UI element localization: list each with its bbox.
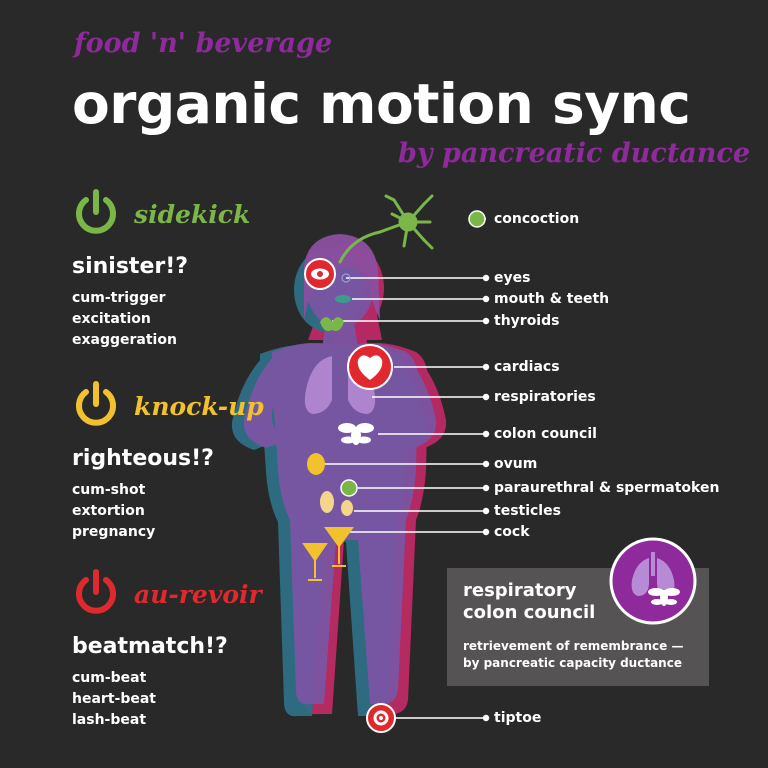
kicker-title: food 'n' beverage <box>74 28 333 59</box>
list-item: cum-shot <box>72 482 146 498</box>
info-text: retrievement of remembrance — by pancrea… <box>463 638 683 672</box>
section-sidekick: sidekick sinister!? cum-trigger excitati… <box>72 188 322 351</box>
thyroid-icon <box>320 317 344 331</box>
section-question: beatmatch!? <box>72 634 228 659</box>
eye-marker-icon <box>341 273 351 283</box>
list-item: excitation <box>72 311 151 327</box>
list-item: cum-beat <box>72 670 147 686</box>
list-item: exaggeration <box>72 332 177 348</box>
section-name: knock-up <box>134 392 264 421</box>
label-eyes: eyes <box>494 270 531 286</box>
section-list: cum-beat heart-beat lash-beat <box>72 668 322 731</box>
list-item: pregnancy <box>72 524 156 540</box>
ovum-icon <box>307 453 325 475</box>
list-item: extortion <box>72 503 145 519</box>
martini-icon <box>302 527 354 581</box>
label-concoction: concoction <box>494 211 580 227</box>
info-panel: respiratory colon council retrievement o… <box>447 568 709 686</box>
power-icon <box>76 189 116 234</box>
info-text-line: retrievement of remembrance — <box>463 639 684 653</box>
list-item: cum-trigger <box>72 290 166 306</box>
section-list: cum-trigger excitation exaggeration <box>72 288 322 351</box>
testicles-icon <box>320 491 353 516</box>
bee-icon <box>338 423 374 445</box>
mouth-icon <box>335 295 351 303</box>
section-name: sidekick <box>134 200 251 229</box>
label-colon-council: colon council <box>494 426 597 442</box>
label-tiptoe: tiptoe <box>494 710 542 726</box>
label-ovum: ovum <box>494 456 538 472</box>
section-name: au-revoir <box>134 580 262 609</box>
info-title: respiratory colon council <box>463 580 596 623</box>
info-text-line: by pancreatic capacity ductance <box>463 656 682 670</box>
section-au-revoir: au-revoir beatmatch!? cum-beat heart-bea… <box>72 568 322 731</box>
section-question: sinister!? <box>72 254 189 279</box>
power-icon <box>76 381 116 426</box>
section-question: righteous!? <box>72 446 214 471</box>
connector-lines <box>324 218 490 722</box>
neuron-icon <box>338 194 434 264</box>
power-icon <box>76 569 116 614</box>
list-item: heart-beat <box>72 691 156 707</box>
label-cardiacs: cardiacs <box>494 359 560 375</box>
label-respiratories: respiratories <box>494 389 596 405</box>
page-subtitle: by pancreatic ductance <box>398 138 751 169</box>
page-title: organic motion sync <box>72 72 691 136</box>
label-testicles: testicles <box>494 503 561 519</box>
paraurethral-dot-icon <box>340 479 358 497</box>
label-thyroids: thyroids <box>494 313 560 329</box>
concoction-dot-icon <box>468 210 486 228</box>
section-knock-up: knock-up righteous!? cum-shot extortion … <box>72 380 322 543</box>
list-item: lash-beat <box>72 712 147 728</box>
heart-icon <box>347 344 393 390</box>
section-list: cum-shot extortion pregnancy <box>72 480 322 543</box>
eye-icon <box>304 258 336 290</box>
label-mouth-teeth: mouth & teeth <box>494 291 610 307</box>
lungs-bee-badge-icon <box>609 537 697 625</box>
gear-icon <box>366 703 396 733</box>
label-cock: cock <box>494 524 530 540</box>
label-paraurethral: paraurethral & spermatoken <box>494 480 720 496</box>
